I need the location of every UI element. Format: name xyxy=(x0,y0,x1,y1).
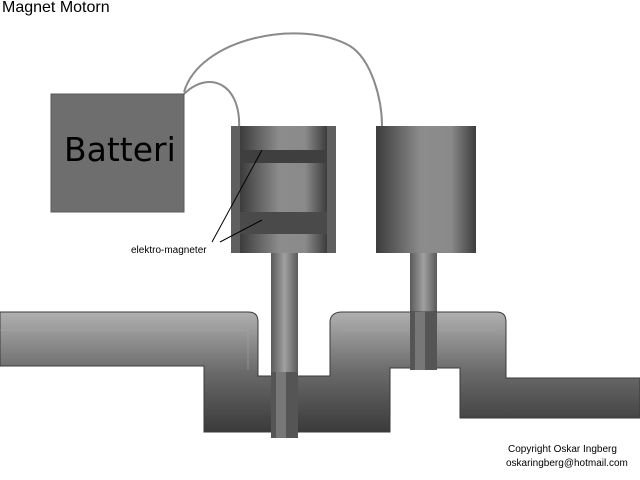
cylinder-right xyxy=(376,126,476,253)
cylinder-left xyxy=(231,126,336,253)
electromagnet-label: elektro-magneter xyxy=(131,245,207,256)
copyright-text: Copyright Oskar Ingberg xyxy=(508,444,617,455)
battery-box xyxy=(50,93,185,213)
pointer-line-bottom xyxy=(219,219,263,243)
battery-label: Batteri xyxy=(64,130,176,169)
pointer-line-top xyxy=(211,149,263,243)
electromagnet-top xyxy=(240,150,327,163)
author-email: oskaringberg@hotmail.com xyxy=(506,458,628,469)
electromagnet-bottom xyxy=(240,212,327,234)
cylinder-right-body xyxy=(376,126,476,253)
crankshaft xyxy=(0,311,640,433)
diagram-title: Magnet Motorn xyxy=(2,0,110,16)
wire-battery-to-cylinder1 xyxy=(181,81,241,139)
wire-battery-to-cylinder2 xyxy=(183,32,383,127)
